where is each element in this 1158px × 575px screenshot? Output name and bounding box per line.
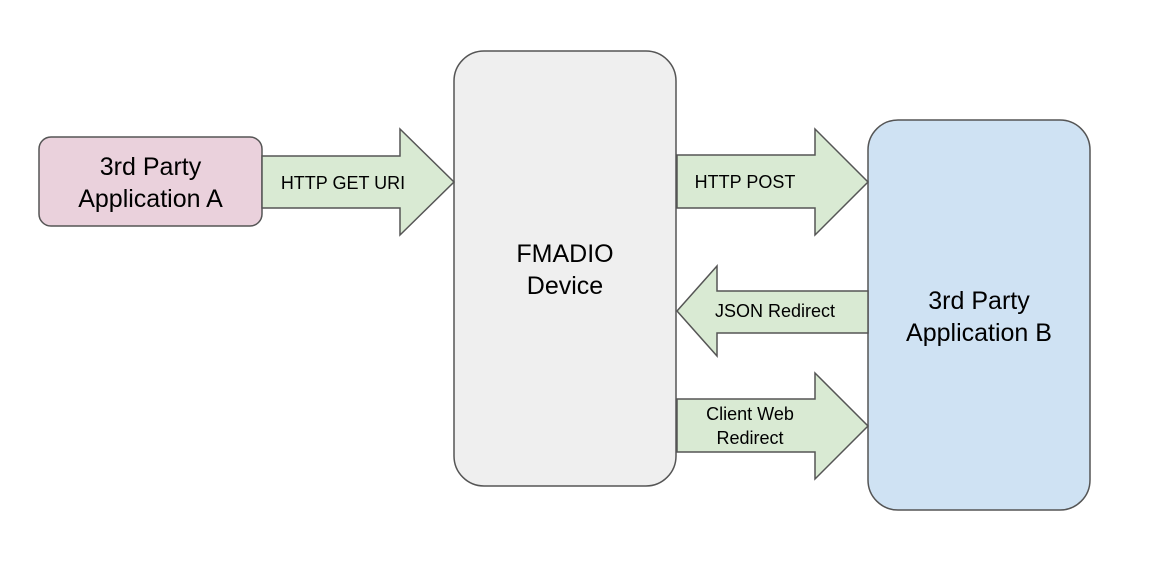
edge-json-redirect: JSON Redirect xyxy=(675,264,869,358)
node-device: FMADIO Device xyxy=(453,50,677,487)
edge-client-redirect-arrow xyxy=(676,371,870,481)
edge-client-redirect-label-line1: Client Web xyxy=(706,404,794,424)
edge-client-redirect-label-line2: Redirect xyxy=(716,428,783,448)
node-app-a-label-line2: Application A xyxy=(78,185,223,213)
edge-http-get-arrow xyxy=(261,127,456,237)
node-app-b-label-line2: Application B xyxy=(906,319,1052,347)
edge-http-post-label: HTTP POST xyxy=(695,172,796,192)
node-app-b-box xyxy=(867,119,1091,511)
node-app-a-label-line1: 3rd Party xyxy=(100,153,202,181)
node-device-label-line1: FMADIO xyxy=(516,240,613,268)
edge-client-redirect: Client Web Redirect xyxy=(676,371,870,481)
edge-json-redirect-label: JSON Redirect xyxy=(715,301,835,321)
node-app-a: 3rd Party Application A xyxy=(38,136,263,227)
edge-http-get-label: HTTP GET URI xyxy=(281,173,405,193)
edge-http-post-arrow xyxy=(676,127,870,237)
node-app-b-label-line1: 3rd Party xyxy=(928,287,1030,315)
edge-http-post: HTTP POST xyxy=(676,127,870,237)
edge-json-redirect-arrow xyxy=(675,264,869,358)
node-device-label-line2: Device xyxy=(527,272,603,300)
node-device-box xyxy=(453,50,677,487)
edge-http-get: HTTP GET URI xyxy=(261,127,456,237)
node-app-b: 3rd Party Application B xyxy=(867,119,1091,511)
